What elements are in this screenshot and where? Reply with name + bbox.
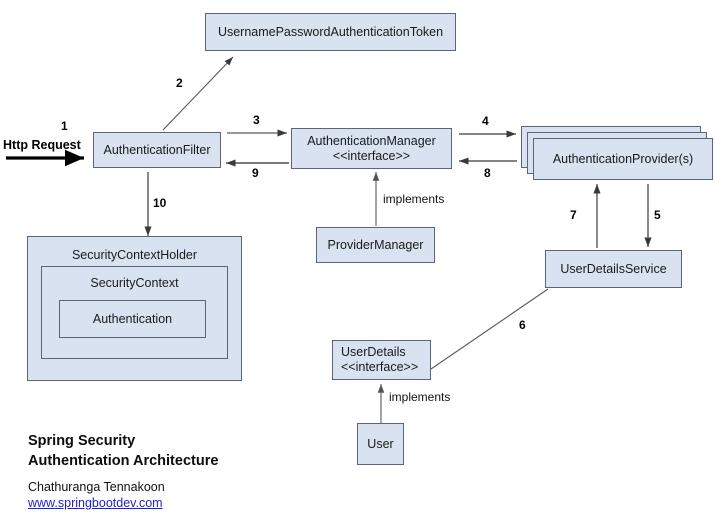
node-authentication[interactable]: Authentication <box>59 300 206 338</box>
edge-label-8: 8 <box>484 166 491 180</box>
node-user-details-service[interactable]: UserDetailsService <box>545 250 682 288</box>
node-user[interactable]: User <box>357 423 404 465</box>
authentication-label: Authentication <box>92 312 173 326</box>
edge-label-2: 2 <box>176 76 183 90</box>
author-name: Chathuranga Tennakoon <box>28 480 165 495</box>
node-label: UserDetails <box>341 345 406 360</box>
edge-6-user-details-service-to-user-details <box>430 288 549 370</box>
implements-label-provider-manager: implements <box>383 192 445 206</box>
title-line-1: Spring Security <box>28 433 136 449</box>
website-link[interactable]: www.springbootdev.com <box>28 496 163 511</box>
edge-label-5: 5 <box>654 208 661 222</box>
node-label: ProviderManager <box>327 237 424 252</box>
node-label: AuthenticationManager <box>307 133 436 148</box>
node-stereotype: <<interface>> <box>341 360 419 374</box>
edge-label-7: 7 <box>570 208 577 222</box>
edge-2-filter-to-token <box>162 56 234 131</box>
security-context-label: SecurityContext <box>90 276 179 290</box>
security-context-holder-label: SecurityContextHolder <box>71 248 198 262</box>
node-stereotype: <<interface>> <box>332 148 411 163</box>
title-block: Spring Security Authentication Architect… <box>28 432 218 512</box>
node-label: UserDetailsService <box>560 261 667 276</box>
node-username-password-authentication-token[interactable]: UsernamePasswordAuthenticationToken <box>205 13 456 51</box>
title-line-2: Authentication Architecture <box>28 452 219 469</box>
http-request-label: Http Request <box>3 138 81 152</box>
node-label: AuthenticationProvider(s) <box>552 151 694 166</box>
edge-label-9: 9 <box>252 166 259 180</box>
node-authentication-manager[interactable]: AuthenticationManager <<interface>> <box>291 128 452 169</box>
node-label: User <box>367 436 394 451</box>
node-authentication-provider[interactable]: AuthenticationProvider(s) <box>533 138 713 180</box>
node-authentication-filter[interactable]: AuthenticationFilter <box>93 132 221 168</box>
implements-label-user: implements <box>389 390 451 404</box>
node-label: UsernamePasswordAuthenticationToken <box>217 24 444 39</box>
node-label: AuthenticationFilter <box>103 142 211 157</box>
node-user-details[interactable]: UserDetails <<interface>> <box>332 340 431 380</box>
edge-label-10: 10 <box>153 196 167 210</box>
node-provider-manager[interactable]: ProviderManager <box>316 227 435 263</box>
edge-label-3: 3 <box>253 113 260 127</box>
edge-label-1: 1 <box>61 119 68 133</box>
edge-label-6: 6 <box>519 318 526 332</box>
edge-label-4: 4 <box>482 114 489 128</box>
